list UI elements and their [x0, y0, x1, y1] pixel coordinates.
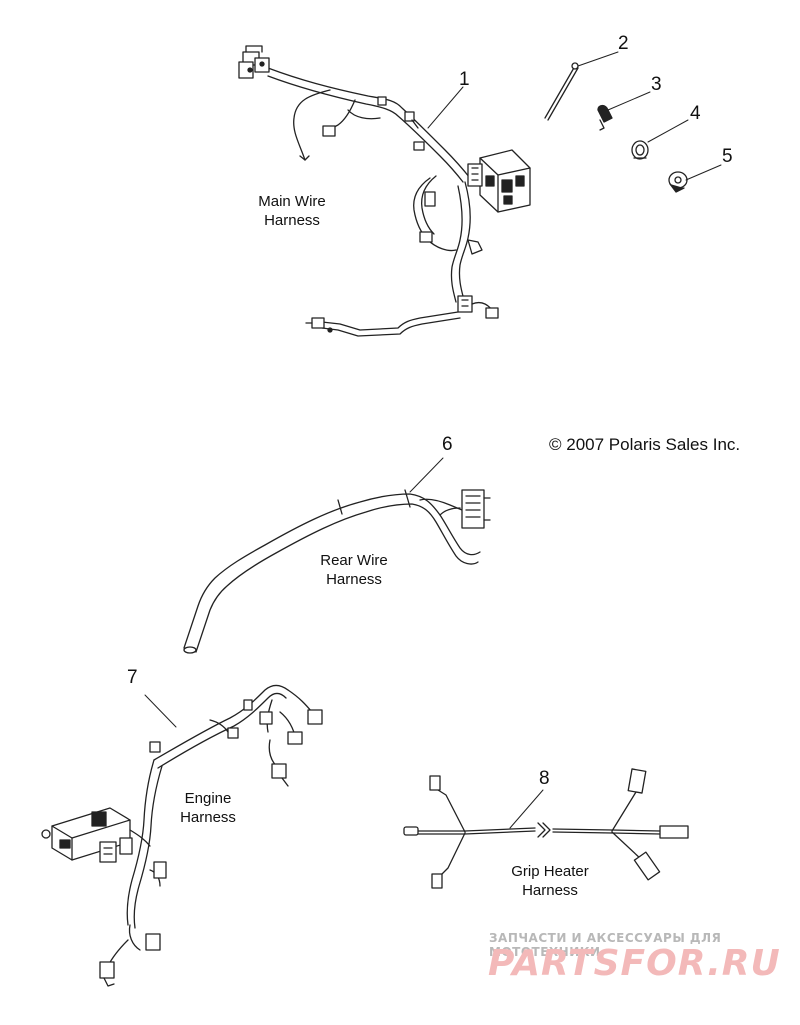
label-line: Grip Heater [511, 863, 589, 880]
copyright-notice: © 2007 Polaris Sales Inc. [549, 435, 741, 454]
label-line: Engine [184, 790, 232, 807]
callout-4: 4 [690, 103, 701, 124]
label-line: Harness [264, 212, 320, 229]
label-line: Harness [522, 882, 578, 899]
watermark-logo: PARTSFOR.RU [488, 943, 781, 984]
cable-tie-drawing [544, 62, 579, 121]
clip-3-drawing [597, 104, 613, 131]
clip-4-drawing [631, 140, 649, 160]
rear-wire-harness-drawing [183, 489, 491, 654]
watermark-tagline: ЗАПЧАСТИ И АКСЕССУАРЫ ДЛЯ МОТОТЕХНИКИ [489, 931, 722, 959]
callout-3: 3 [651, 74, 662, 95]
callout-6: 6 [442, 434, 453, 455]
label-line: Main Wire [258, 193, 326, 210]
label-grip-heater-harness: Grip Heater Harness [490, 862, 610, 900]
callout-5: 5 [722, 146, 733, 167]
label-engine-harness: Engine Harness [160, 789, 256, 827]
label-rear-wire-harness: Rear Wire Harness [302, 551, 406, 589]
label-line: Harness [180, 809, 236, 826]
label-main-wire-harness: Main Wire Harness [240, 192, 344, 230]
engine-harness-drawing [41, 684, 323, 987]
fastener-5-drawing [668, 171, 688, 193]
main-wire-harness-drawing [238, 45, 531, 337]
grip-heater-harness-drawing [403, 768, 689, 889]
callout-8: 8 [539, 768, 550, 789]
label-line: Harness [326, 571, 382, 588]
leader-lines [144, 51, 722, 829]
callout-2: 2 [618, 33, 629, 54]
label-line: Rear Wire [320, 552, 388, 569]
callout-1: 1 [459, 69, 470, 90]
callout-7: 7 [127, 667, 138, 688]
